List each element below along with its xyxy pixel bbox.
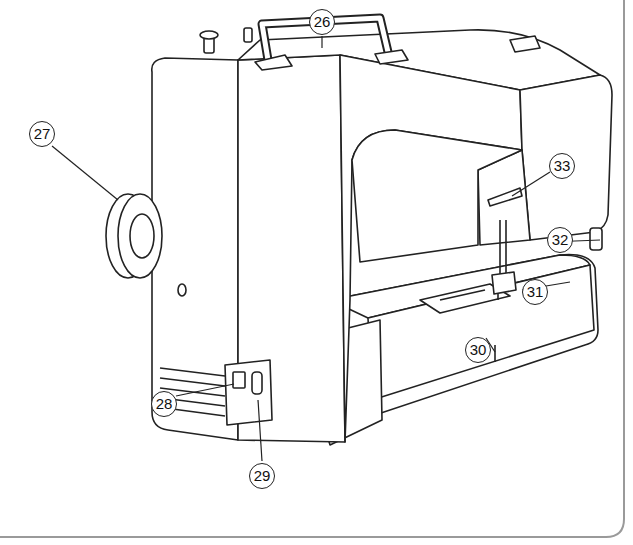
callout-number: 33 <box>549 153 575 179</box>
callout-number: 30 <box>465 337 491 363</box>
callout-number: 27 <box>29 121 55 147</box>
callout-number: 28 <box>151 391 177 417</box>
callout-number: 31 <box>522 279 548 305</box>
callout-number: 32 <box>547 227 573 253</box>
callout-number: 26 <box>309 9 335 35</box>
callout-number: 29 <box>249 463 275 489</box>
